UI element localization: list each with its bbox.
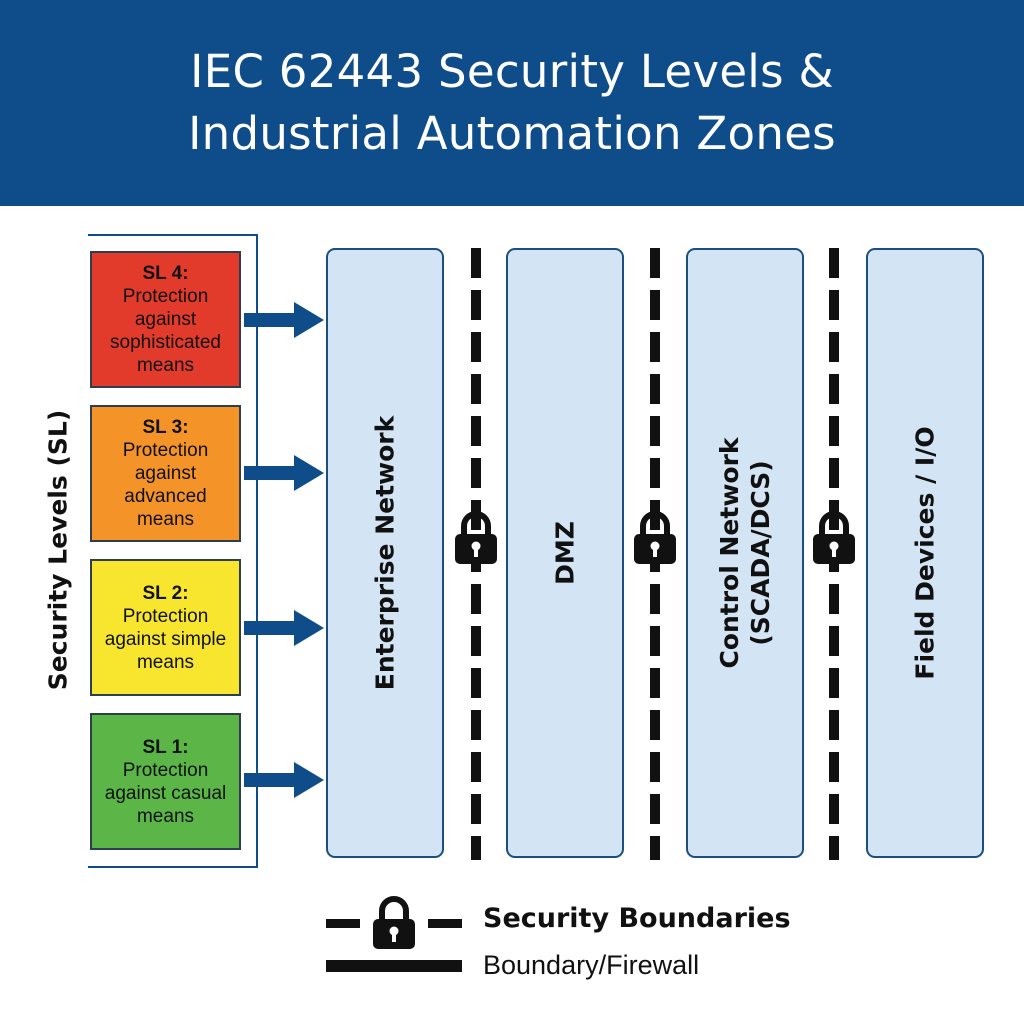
security-level-1-name: SL 1:: [142, 736, 189, 758]
zone-dmz-label: DMZ: [550, 521, 580, 585]
zone-enterprise-network-label: Enterprise Network: [370, 415, 400, 691]
security-level-3-box: SL 3: Protection against advanced means: [90, 405, 241, 542]
security-level-2-description: Protection against simple means: [104, 605, 227, 673]
zone-dmz: DMZ: [506, 248, 624, 858]
security-levels-bracket: [88, 234, 258, 868]
padlock-icon: [813, 511, 855, 564]
diagram-header: IEC 62443 Security Levels & Industrial A…: [0, 0, 1024, 206]
legend-dashed-boundary-icon: [326, 896, 462, 949]
zone-field-devices-label: Field Devices / I/O: [910, 426, 940, 680]
security-level-2-name: SL 2:: [142, 582, 189, 604]
legend-title: Security Boundaries: [483, 903, 791, 934]
legend-solid-line: [326, 960, 462, 972]
security-level-1-box: SL 1: Protection against casual means: [90, 713, 241, 850]
security-level-4-box: SL 4: Protection against sophisticated m…: [90, 251, 241, 388]
padlock-icon: [455, 511, 497, 564]
zone-control-network: Control Network (SCADA/DCS): [686, 248, 804, 858]
security-levels-axis-text: Security Levels (SL): [43, 409, 73, 691]
security-level-1-description: Protection against casual means: [104, 759, 227, 827]
zone-field-devices: Field Devices / I/O: [866, 248, 984, 858]
zone-enterprise-network: Enterprise Network: [326, 248, 444, 858]
arrow-right-icon: [244, 302, 324, 338]
zone-control-network-label: Control Network (SCADA/DCS): [715, 437, 775, 669]
security-level-4-name: SL 4:: [142, 263, 189, 284]
security-level-2-box: SL 2: Protection against simple means: [90, 559, 241, 696]
arrow-right-icon: [244, 455, 324, 491]
security-level-4-description: Protection against sophisticated means: [110, 286, 221, 376]
legend-subtitle: Boundary/Firewall: [483, 950, 700, 980]
security-level-3-name: SL 3:: [142, 417, 189, 438]
title-line-1: IEC 62443 Security Levels &: [190, 45, 834, 98]
title-line-2: Industrial Automation Zones: [188, 107, 836, 160]
arrow-right-icon: [244, 762, 324, 798]
padlock-icon: [634, 511, 676, 564]
arrow-right-icon: [244, 610, 324, 646]
security-level-3-description: Protection against advanced means: [122, 440, 209, 530]
